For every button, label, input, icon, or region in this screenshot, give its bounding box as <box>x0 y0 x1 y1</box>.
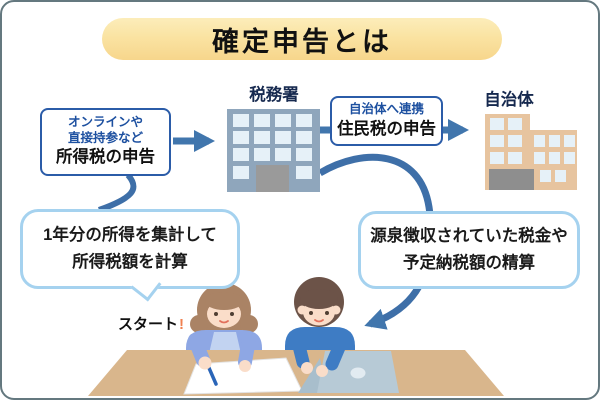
income-box-note-line2: 直接持参など <box>67 130 143 145</box>
right-bubble-line2: 予定納税額の精算 <box>403 254 535 272</box>
left-speech-bubble: 1年分の所得を集計して 所得税額を計算 <box>20 209 240 302</box>
left-bubble-line1: 1年分の所得を集計して <box>43 225 217 244</box>
start-text: スタート <box>118 316 179 333</box>
resident-box-note: 自治体へ連携 <box>348 101 424 116</box>
curve-income-to-left-bubble-icon <box>98 173 137 213</box>
start-exclamation: ! <box>179 316 185 333</box>
municipality-label: 自治体 <box>484 91 534 109</box>
man-arms <box>290 331 350 377</box>
income-box-note-line1: オンラインや <box>67 115 143 130</box>
income-box-label: 所得税の申告 <box>56 148 155 167</box>
left-bubble-line2: 所得税額を計算 <box>72 253 188 271</box>
tax-office-label: 税務署 <box>249 86 299 104</box>
right-speech-bubble: 源泉徴収されていた税金や 予定納税額の精算 <box>358 211 580 289</box>
resident-box-label: 住民税の申告 <box>337 119 436 138</box>
income-tax-filing-box: オンラインや 直接持参など 所得税の申告 <box>40 108 171 176</box>
page-title: 確定申告とは <box>212 26 392 57</box>
start-label: スタート! <box>118 313 184 334</box>
tax-office-building-icon <box>227 109 320 192</box>
title-banner: 確定申告とは <box>102 18 502 60</box>
resident-tax-filing-box: 自治体へ連携 住民税の申告 <box>330 96 443 146</box>
right-bubble-line1: 源泉徴収されていた税金や <box>370 226 568 245</box>
municipality-building-icon <box>485 114 577 190</box>
woman-arms <box>188 333 256 386</box>
